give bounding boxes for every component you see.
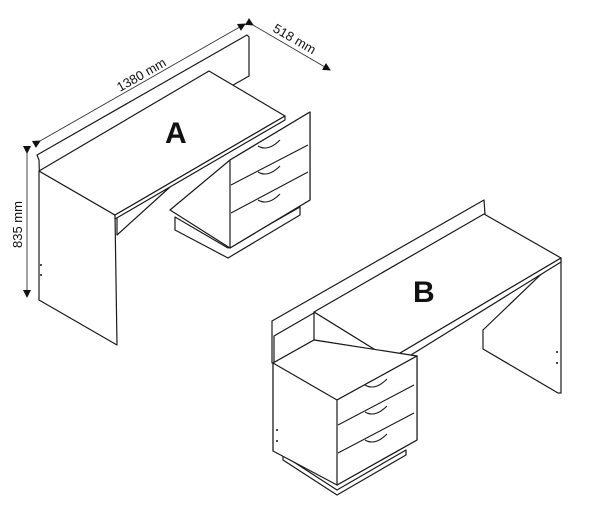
desk-b-plinth [282,449,407,496]
desk-a-plinth [174,206,301,259]
desk-a: A [36,34,311,346]
width-arrow-icon [31,23,246,148]
drawer-handle-icon [364,433,388,443]
desk-b-label: B [413,276,435,309]
drawer-handle-icon [257,193,281,203]
drawer-handle-icon [364,405,388,415]
height-dimension: 835 mm [10,201,25,248]
desk-a-label: A [165,117,187,150]
desk-b-cabinet-front [336,355,418,486]
desk-b-back-panel [271,199,486,364]
desk-a-cabinet-front [229,111,311,249]
drawer-handle-icon [257,139,281,149]
desk-b: B [271,199,562,496]
depth-dimension: 518 mm [271,21,319,57]
drawer-handle-icon [364,378,388,388]
depth-arrow-icon [244,18,331,71]
drawer-handle-icon [257,165,281,175]
